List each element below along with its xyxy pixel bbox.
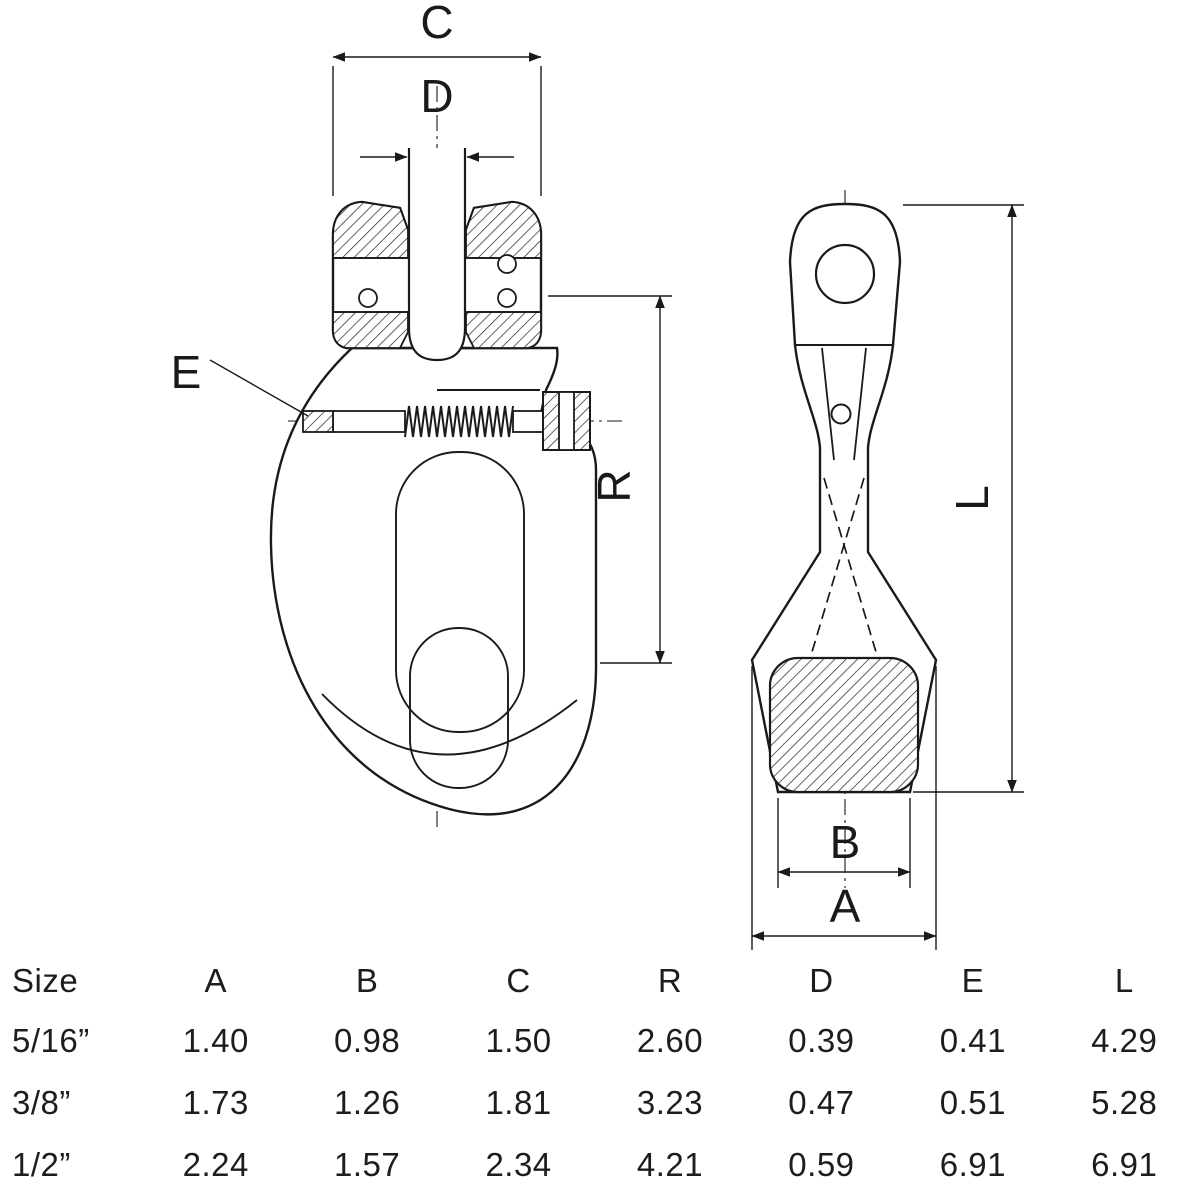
table-cell: 1.81 <box>485 1084 552 1121</box>
retainer-hole-right-upper <box>497 254 517 274</box>
clevis-lug-hatch-tl <box>332 201 409 259</box>
table-cell: 0.41 <box>939 1022 1006 1059</box>
table-cell: 0.59 <box>788 1146 855 1183</box>
table-cell: 3.23 <box>636 1084 704 1121</box>
hidden-line-2 <box>811 477 865 653</box>
col-header-r: R <box>657 962 683 999</box>
eye-hole <box>814 243 876 305</box>
dim-label-l: L <box>946 485 998 511</box>
spring-coil <box>404 405 514 438</box>
table-row: 5/16” 1.40 0.98 1.50 2.60 0.39 0.41 4.29 <box>0 1010 1200 1072</box>
front-view: C D E R <box>171 0 672 828</box>
clevis-lug-hatch-tr <box>465 201 542 259</box>
table-cell: 2.34 <box>485 1146 552 1183</box>
col-header-e: E <box>961 962 985 999</box>
dim-label-c: C <box>420 0 453 48</box>
neck-inner-left <box>821 347 835 461</box>
neck-inner-right <box>853 347 867 461</box>
table-cell: 6.91 <box>1091 1146 1158 1183</box>
dim-label-e: E <box>171 346 202 398</box>
dim-label-a: A <box>830 880 861 932</box>
dimension-b <box>777 798 911 888</box>
dimensions-table: Size A B C R D E L 5/16” 1.40 0.98 1.50 … <box>0 952 1200 1196</box>
retainer-hole-right-lower <box>497 288 517 308</box>
col-header-l: L <box>1114 962 1134 999</box>
table-cell: 1/2” <box>12 1146 71 1183</box>
col-header-b: B <box>355 962 379 999</box>
dim-label-b: B <box>830 816 861 868</box>
side-view: L B A <box>750 190 1024 950</box>
screw-head-slot <box>558 391 575 451</box>
leader-e <box>209 359 309 417</box>
table-cell: 1.73 <box>182 1084 249 1121</box>
hidden-line-1 <box>823 477 877 653</box>
clevis-lug-hatch-br <box>465 311 542 349</box>
side-outline <box>750 202 938 794</box>
table-cell: 0.39 <box>788 1022 855 1059</box>
table-cell: 6.91 <box>939 1146 1006 1183</box>
dim-label-r: R <box>588 469 640 502</box>
dim-label-d: D <box>420 70 453 122</box>
pin-rod-left <box>332 410 406 433</box>
pin-tip-hatch <box>302 410 334 433</box>
dimension-l <box>903 204 1024 793</box>
table-cell: 1.50 <box>485 1022 552 1059</box>
spring-pin-assembly <box>302 391 591 451</box>
chain-slot-outer <box>395 451 525 733</box>
table-cell: 2.60 <box>636 1022 704 1059</box>
dimension-c <box>332 52 542 196</box>
bowl-inner-rim <box>321 693 578 756</box>
table-row: 3/8” 1.73 1.26 1.81 3.23 0.47 0.51 5.28 <box>0 1072 1200 1134</box>
table-row: 1/2” 2.24 1.57 2.34 4.21 0.59 6.91 6.91 <box>0 1134 1200 1196</box>
clevis-pin <box>407 148 467 362</box>
table-cell: 0.47 <box>788 1084 855 1121</box>
col-header-size: Size <box>12 962 79 999</box>
table-cell: 1.40 <box>182 1022 249 1059</box>
table-cell: 4.29 <box>1091 1022 1158 1059</box>
dimension-r <box>548 295 672 664</box>
col-header-d: D <box>809 962 834 999</box>
table-cell: 1.57 <box>334 1146 401 1183</box>
bowl-section-hatch <box>768 656 920 794</box>
table-cell: 0.98 <box>334 1022 401 1059</box>
technical-drawing: C D E R <box>171 0 1024 950</box>
table-cell: 4.21 <box>636 1146 704 1183</box>
col-header-a: A <box>204 962 227 999</box>
table-cell: 5.28 <box>1091 1084 1158 1121</box>
table-cell: 5/16” <box>12 1022 90 1059</box>
table-header-row: Size A B C R D E L <box>0 952 1200 1010</box>
cross-pin-hole <box>830 403 852 425</box>
table-cell: 1.26 <box>334 1084 401 1121</box>
clevis-lug-hatch-bl <box>332 311 409 349</box>
dimension-a <box>751 666 937 950</box>
table-cell: 3/8” <box>12 1084 71 1121</box>
table-cell: 2.24 <box>182 1146 249 1183</box>
col-header-c: C <box>506 962 531 999</box>
chain-slot-inner <box>409 627 509 789</box>
table-cell: 0.51 <box>939 1084 1006 1121</box>
retainer-hole-left <box>358 288 378 308</box>
pin-rod-right <box>512 410 544 433</box>
